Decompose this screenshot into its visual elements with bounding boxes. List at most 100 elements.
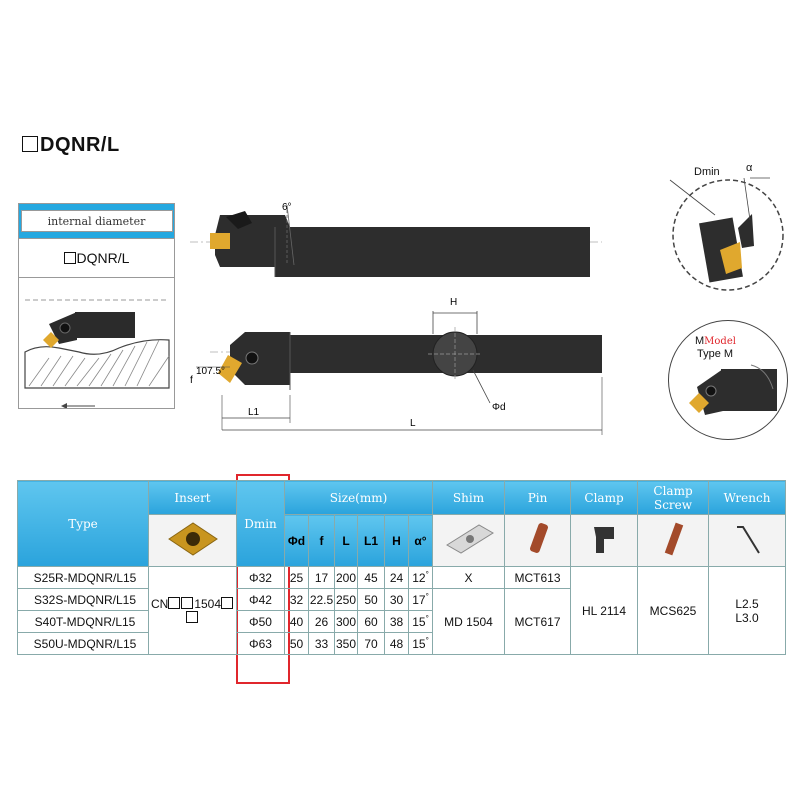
shim-image-cell [432, 514, 506, 567]
clamp-cell: HL 2114 [570, 566, 639, 655]
row-l: 200 [334, 566, 358, 589]
size-col-d: Φd [284, 514, 309, 567]
spec-table: Type Insert Dmin Size(mm) Shim Pin Clamp… [17, 480, 787, 655]
row-h: 30 [384, 588, 409, 611]
header-pin: Pin [504, 480, 572, 515]
row-h: 24 [384, 566, 409, 589]
row-h: 48 [384, 632, 409, 655]
dim-107-label: 107.5° [196, 366, 225, 377]
row-l: 350 [334, 632, 358, 655]
row-f: 17 [308, 566, 335, 589]
tool-drawing: 6° H Φd 107.5° f L1 L [190, 202, 603, 435]
panel-header: internal diameter [19, 204, 174, 239]
size-col-h: H [384, 514, 409, 567]
table-row: S32S-MDQNR/L15 Φ42 32 22.5 250 50 30 17°… [17, 588, 786, 655]
insert-image-cell [148, 514, 237, 567]
pin-cell: MCT617 [504, 588, 572, 655]
row-d: 40 [284, 610, 309, 633]
detail-view: Dmin α [660, 150, 790, 310]
header-type: Type [17, 480, 149, 567]
row-d: 50 [284, 632, 309, 655]
row-l: 250 [334, 588, 358, 611]
row-alpha: 12° [407, 566, 434, 589]
left-panel: internal diameter DQNR/L [18, 203, 175, 409]
checkbox-square-icon [63, 252, 76, 264]
panel-header-label: internal diameter [20, 210, 173, 232]
dim-l1-label: L1 [248, 407, 260, 418]
pin-icon [529, 523, 548, 553]
row-l1: 60 [357, 610, 385, 633]
square-icon [181, 596, 194, 609]
dmin-label: Dmin [694, 166, 720, 178]
size-col-l: L [334, 514, 358, 567]
detail-drawing [669, 177, 784, 291]
header-clamp: Clamp [570, 480, 639, 515]
size-col-alpha: α° [407, 514, 434, 567]
square-icon [186, 610, 198, 623]
clamp-icon [594, 527, 615, 553]
dim-f-label: f [190, 375, 193, 386]
shim-cell: MD 1504 [432, 588, 506, 655]
type-label: Type M [697, 348, 734, 360]
dim-l-label: L [410, 418, 416, 429]
header-shim: Shim [432, 480, 506, 515]
clamp-screw-image-cell [637, 514, 710, 567]
square-icon [221, 596, 234, 609]
square-icon [168, 596, 181, 609]
clamp-screw-cell: MCS625 [637, 566, 710, 655]
screw-icon [664, 522, 684, 556]
dim-h-label: H [450, 297, 457, 308]
row-d: 32 [284, 588, 309, 611]
row-type: S32S-MDQNR/L15 [17, 588, 149, 611]
header-dmin: Dmin [236, 480, 285, 567]
model-label: MModel [695, 335, 736, 347]
row-l: 300 [334, 610, 358, 633]
row-alpha: 15° [407, 610, 434, 633]
row-f: 26 [308, 610, 335, 633]
row-type: S50U-MDQNR/L15 [17, 632, 149, 655]
table-row: S50U-MDQNR/L15 Φ63 50 33 350 70 48 15° [17, 632, 786, 655]
wrench-image-cell [708, 514, 787, 567]
size-col-l1: L1 [357, 514, 385, 567]
row-h: 38 [384, 610, 409, 633]
row-l1: 45 [357, 566, 385, 589]
model-circle: MModel Type M [668, 320, 788, 440]
row-f: 22.5 [308, 588, 335, 611]
row-pin: MCT613 [504, 566, 572, 589]
wrench-icon [737, 526, 760, 554]
header-size: Size(mm) [283, 480, 434, 515]
row-d: 25 [284, 566, 309, 589]
row-dmin: Φ42 [236, 588, 285, 611]
dim-phi-d-label: Φd [492, 402, 506, 413]
row-type: S40T-MDQNR/L15 [17, 610, 149, 633]
row-l1: 70 [357, 632, 385, 655]
alpha-label: α [746, 162, 753, 174]
header-wrench: Wrench [708, 480, 787, 515]
table-row: S40T-MDQNR/L15 Φ50 40 26 300 60 38 15° [17, 610, 786, 633]
checkbox-square-icon [22, 136, 38, 152]
row-dmin: Φ32 [236, 566, 285, 589]
size-col-f: f [308, 514, 335, 567]
row-type: S25R-MDQNR/L15 [17, 566, 149, 589]
insert-icon [167, 522, 218, 556]
model-drawing [689, 364, 777, 415]
clamp-image-cell [570, 514, 639, 567]
row-dmin: Φ50 [236, 610, 285, 633]
row-f: 33 [308, 632, 335, 655]
header-clamp-screw: Clamp Screw [637, 480, 710, 515]
row-l1: 50 [357, 588, 385, 611]
shim-icon [445, 524, 494, 554]
header-insert: Insert [148, 480, 237, 515]
row-alpha: 15° [407, 632, 434, 655]
row-alpha: 17° [407, 588, 434, 611]
angle-top-label: 6° [282, 202, 292, 213]
page-title: DQNR/L [22, 134, 120, 157]
pin-image-cell [504, 514, 572, 567]
row-shim: X [432, 566, 506, 589]
panel-model-label: DQNR/L [19, 239, 174, 278]
row-dmin: Φ63 [236, 632, 285, 655]
boring-illustration [24, 299, 170, 408]
